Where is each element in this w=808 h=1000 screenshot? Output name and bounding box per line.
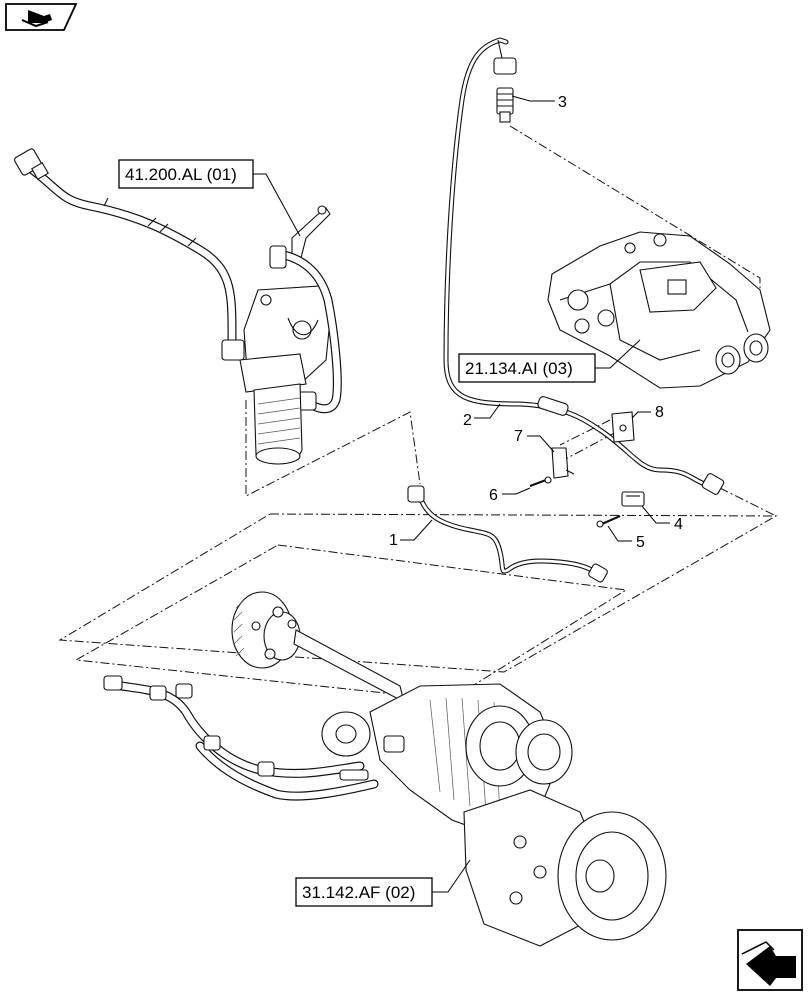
filter-assembly (14, 148, 342, 465)
callout-6: 6 (489, 487, 498, 504)
callout-2: 2 (463, 412, 472, 429)
page-back-icon[interactable] (5, 3, 78, 31)
valve-block (547, 231, 771, 389)
callout-7: 7 (514, 428, 523, 445)
ref-label-21-134: 21.134.AI (03) (465, 359, 573, 378)
next-page-arrow-icon[interactable] (737, 929, 803, 991)
callout-8: 8 (655, 404, 664, 421)
hardware-parts (529, 411, 645, 528)
callout-5: 5 (636, 534, 645, 551)
ref-leader-41-200 (253, 173, 301, 237)
relationship-lines (58, 125, 778, 701)
ref-leader-31-142 (432, 859, 471, 893)
fitting-3 (496, 87, 514, 123)
ref-box-41-200[interactable]: 41.200.AL (01) (118, 159, 254, 189)
ref-box-21-134[interactable]: 21.134.AI (03) (458, 353, 596, 383)
callout-1: 1 (389, 532, 398, 549)
ref-leader-21-134 (595, 339, 641, 369)
callout-3: 3 (558, 94, 567, 111)
pipe-1 (407, 485, 608, 583)
ref-label-41-200: 41.200.AL (01) (125, 165, 237, 184)
transmission-assembly (103, 591, 667, 947)
ref-label-31-142: 31.142.AF (02) (302, 883, 415, 902)
callouts: 1 2 3 4 5 6 7 8 (389, 94, 683, 551)
ref-box-31-142[interactable]: 31.142.AF (02) (295, 877, 433, 907)
pipe-2 (443, 37, 725, 495)
callout-4: 4 (674, 516, 683, 533)
